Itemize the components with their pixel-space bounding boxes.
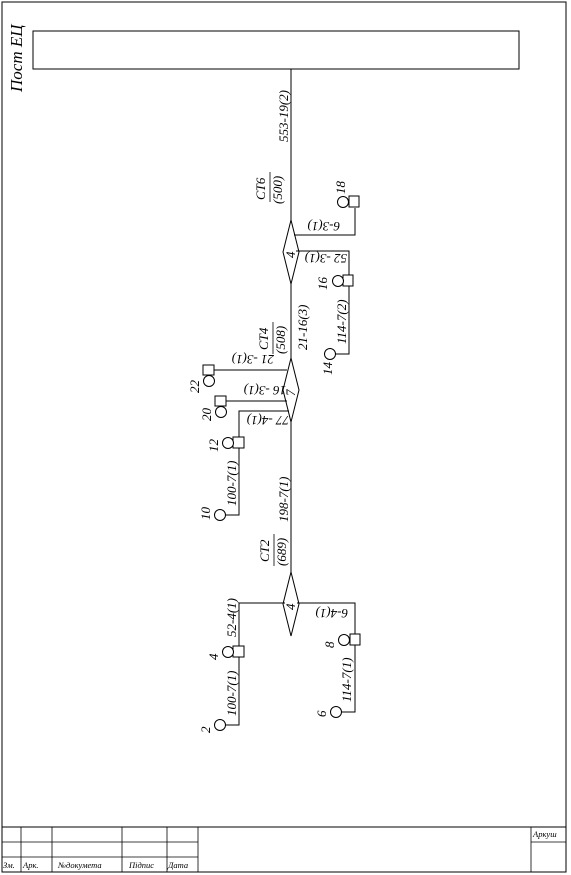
- point-8-circle: [338, 634, 350, 646]
- point-22-box: [202, 364, 215, 376]
- station-st4-diamond: [282, 357, 300, 423]
- st4-name: СТ4: [256, 327, 271, 350]
- title-col-doc: №докумета: [57, 860, 102, 870]
- point-2-label: 2: [198, 726, 213, 733]
- st2-left-up-line: [238, 602, 285, 646]
- st2-name: СТ2: [257, 539, 272, 562]
- cable-st4-st2: 198-7(1): [276, 477, 291, 523]
- point-16-box: [342, 274, 354, 287]
- cable-st4-3-label: 77 -4(1): [247, 413, 289, 428]
- point-4-box: [232, 645, 245, 658]
- point-22-label: 22: [187, 380, 202, 394]
- st4-branch-down-line: [225, 448, 240, 516]
- point-14-circle: [324, 348, 336, 360]
- st6-name: СТ6: [253, 177, 268, 200]
- cable-st2-left-down-label: 100-7(1): [224, 671, 239, 717]
- cable-st2-left-up-label: 52-4(1): [224, 598, 239, 637]
- station-st6-diamond: [282, 219, 300, 285]
- cable-main-top: 553-19(2): [276, 90, 291, 142]
- point-12-box: [232, 436, 245, 449]
- point-8-label: 8: [322, 641, 337, 648]
- cable-st4-1-label: 21 -3(1): [232, 352, 274, 367]
- point-6-label: 6: [314, 710, 329, 717]
- point-12-circle: [222, 437, 234, 449]
- point-8-box: [349, 633, 361, 646]
- st6-node-number: 4: [283, 251, 298, 258]
- cable-st2-right-label: 6-4(1): [316, 606, 349, 621]
- title-sheet-label: Аркуш: [532, 829, 557, 839]
- point-10-circle: [214, 509, 226, 521]
- st2-right-down-line: [341, 645, 356, 713]
- point-20-label: 20: [199, 408, 214, 422]
- cable-st6-bottom-label: 52 -3(1): [305, 251, 347, 266]
- point-22-circle: [203, 375, 215, 387]
- station-st2-diamond: [282, 571, 300, 637]
- st2-node-number: 4: [283, 603, 298, 610]
- cable-st4-2-label: 16 -3(1): [244, 383, 286, 398]
- point-14-label: 14: [320, 362, 335, 376]
- point-18-label: 18: [333, 181, 348, 195]
- point-20-circle: [215, 406, 227, 418]
- title-col-sign: Підпис: [128, 860, 154, 870]
- post-box: [32, 30, 520, 70]
- point-18-circle: [337, 196, 349, 208]
- title-col-zm: Зм.: [3, 860, 15, 870]
- cable-st6-st4: 21-16(3): [295, 305, 310, 351]
- point-4-label: 4: [206, 653, 221, 660]
- st6-capacity: (500): [270, 176, 285, 204]
- title-col-date: Дата: [167, 860, 188, 870]
- title-block: [2, 826, 566, 872]
- st6-branch-top-line: [294, 208, 356, 236]
- point-4-circle: [222, 646, 234, 658]
- st2-right-line: [297, 602, 356, 634]
- title-col-ark: Арк.: [22, 860, 39, 870]
- cable-st4-down-label: 100-7(1): [224, 461, 239, 507]
- point-20-box: [214, 395, 227, 407]
- point-16-circle: [332, 275, 344, 287]
- st4-branch-3-line: [238, 410, 289, 437]
- point-2-circle: [214, 719, 226, 731]
- point-16-label: 16: [315, 277, 330, 291]
- post-title: Пост ЕЦ: [7, 23, 26, 93]
- point-12-label: 12: [206, 439, 221, 453]
- point-18-box: [348, 195, 360, 208]
- st4-node-number: 7: [283, 389, 298, 396]
- point-10-label: 10: [198, 507, 213, 521]
- cable-st6-top-label: 6-3(1): [308, 219, 341, 234]
- st6-branch-bottom-line: [296, 250, 350, 275]
- point-6-circle: [330, 706, 342, 718]
- cable-st6-down-label: 114-7(2): [334, 299, 349, 344]
- st2-left-down-line: [225, 657, 240, 726]
- cable-st2-right-down-label: 114-7(1): [339, 657, 354, 702]
- st2-capacity: (689): [274, 538, 289, 566]
- st4-capacity: (508): [273, 326, 288, 354]
- st6-branch-down-line: [335, 286, 350, 355]
